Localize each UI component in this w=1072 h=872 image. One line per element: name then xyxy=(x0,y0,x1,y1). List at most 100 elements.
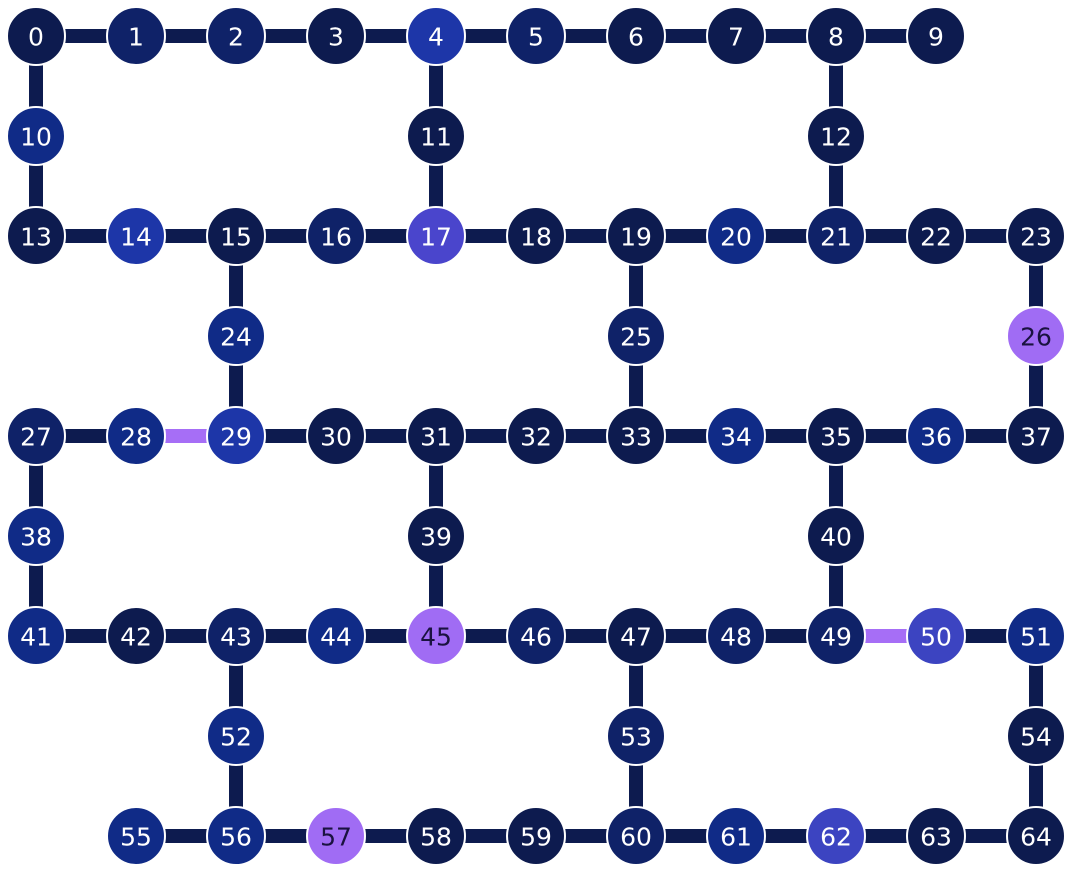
qubit-circle xyxy=(806,106,866,166)
qubit-label: 63 xyxy=(920,823,952,852)
qubit-circle xyxy=(806,6,866,66)
qubit-node-55: 55 xyxy=(106,806,166,866)
qubit-label: 1 xyxy=(128,23,144,52)
qubit-circle xyxy=(506,406,566,466)
qubit-node-12: 12 xyxy=(806,106,866,166)
qubit-node-4: 4 xyxy=(406,6,466,66)
qubit-label: 13 xyxy=(20,223,52,252)
qubit-label: 56 xyxy=(220,823,252,852)
qubit-circle xyxy=(306,6,366,66)
qubit-circle xyxy=(706,406,766,466)
qubit-node-64: 64 xyxy=(1006,806,1066,866)
qubit-node-46: 46 xyxy=(506,606,566,666)
qubit-circle xyxy=(306,806,366,866)
qubit-node-10: 10 xyxy=(6,106,66,166)
qubit-circle xyxy=(906,606,966,666)
qubit-circle xyxy=(106,6,166,66)
qubit-circle xyxy=(506,6,566,66)
qubit-label: 64 xyxy=(1020,823,1052,852)
qubit-circle xyxy=(6,506,66,566)
qubit-node-58: 58 xyxy=(406,806,466,866)
qubit-node-35: 35 xyxy=(806,406,866,466)
qubit-circle xyxy=(206,206,266,266)
qubit-circle xyxy=(206,406,266,466)
qubit-node-31: 31 xyxy=(406,406,466,466)
qubit-circle xyxy=(1006,306,1066,366)
qubit-node-7: 7 xyxy=(706,6,766,66)
qubit-node-15: 15 xyxy=(206,206,266,266)
qubit-circle xyxy=(906,206,966,266)
qubit-circle xyxy=(206,306,266,366)
qubit-circle xyxy=(706,6,766,66)
qubit-circle xyxy=(206,806,266,866)
qubit-label: 26 xyxy=(1020,323,1052,352)
qubit-node-51: 51 xyxy=(1006,606,1066,666)
qubit-node-45: 45 xyxy=(406,606,466,666)
qubit-label: 18 xyxy=(520,223,552,252)
qubit-label: 8 xyxy=(828,23,844,52)
qubit-circle xyxy=(906,6,966,66)
qubit-circle xyxy=(406,506,466,566)
qubit-circle xyxy=(406,106,466,166)
qubit-node-28: 28 xyxy=(106,406,166,466)
qubit-label: 58 xyxy=(420,823,452,852)
qubit-circle xyxy=(506,206,566,266)
qubit-circle xyxy=(706,806,766,866)
qubit-circle xyxy=(106,606,166,666)
qubit-node-60: 60 xyxy=(606,806,666,866)
qubit-node-53: 53 xyxy=(606,706,666,766)
qubit-label: 23 xyxy=(1020,223,1052,252)
qubit-label: 21 xyxy=(820,223,852,252)
qubit-label: 32 xyxy=(520,423,552,452)
qubit-circle xyxy=(606,306,666,366)
qubit-circle xyxy=(706,606,766,666)
qubit-label: 5 xyxy=(528,23,544,52)
qubit-label: 31 xyxy=(420,423,452,452)
qubit-node-5: 5 xyxy=(506,6,566,66)
qubit-circle xyxy=(6,6,66,66)
qubit-circle xyxy=(606,6,666,66)
qubit-node-29: 29 xyxy=(206,406,266,466)
qubit-label: 46 xyxy=(520,623,552,652)
qubit-node-1: 1 xyxy=(106,6,166,66)
qubit-label: 37 xyxy=(1020,423,1052,452)
qubit-node-63: 63 xyxy=(906,806,966,866)
qubit-circle xyxy=(806,606,866,666)
qubit-node-37: 37 xyxy=(1006,406,1066,466)
qubit-circle xyxy=(1006,406,1066,466)
qubit-circle xyxy=(306,606,366,666)
qubit-label: 44 xyxy=(320,623,352,652)
qubit-label: 29 xyxy=(220,423,252,452)
qubit-label: 19 xyxy=(620,223,652,252)
qubit-circle xyxy=(606,406,666,466)
qubit-circle xyxy=(406,606,466,666)
qubit-node-11: 11 xyxy=(406,106,466,166)
qubit-node-8: 8 xyxy=(806,6,866,66)
qubit-circle xyxy=(1006,206,1066,266)
qubit-label: 15 xyxy=(220,223,252,252)
qubit-node-21: 21 xyxy=(806,206,866,266)
qubit-node-13: 13 xyxy=(6,206,66,266)
qubit-label: 2 xyxy=(228,23,244,52)
qubit-circle xyxy=(106,406,166,466)
qubit-label: 57 xyxy=(320,823,352,852)
qubit-circle xyxy=(506,606,566,666)
qubit-node-50: 50 xyxy=(906,606,966,666)
qubit-label: 9 xyxy=(928,23,944,52)
qubit-node-34: 34 xyxy=(706,406,766,466)
qubit-label: 40 xyxy=(820,523,852,552)
qubit-node-14: 14 xyxy=(106,206,166,266)
qubit-label: 52 xyxy=(220,723,252,752)
qubit-label: 38 xyxy=(20,523,52,552)
qubit-label: 28 xyxy=(120,423,152,452)
qubit-circle xyxy=(606,806,666,866)
qubit-label: 12 xyxy=(820,123,852,152)
qubit-circle xyxy=(206,6,266,66)
qubit-node-24: 24 xyxy=(206,306,266,366)
qubit-circle xyxy=(606,606,666,666)
qubit-circle xyxy=(606,706,666,766)
qubit-node-59: 59 xyxy=(506,806,566,866)
qubit-node-47: 47 xyxy=(606,606,666,666)
qubit-label: 54 xyxy=(1020,723,1052,752)
qubit-circle xyxy=(406,806,466,866)
